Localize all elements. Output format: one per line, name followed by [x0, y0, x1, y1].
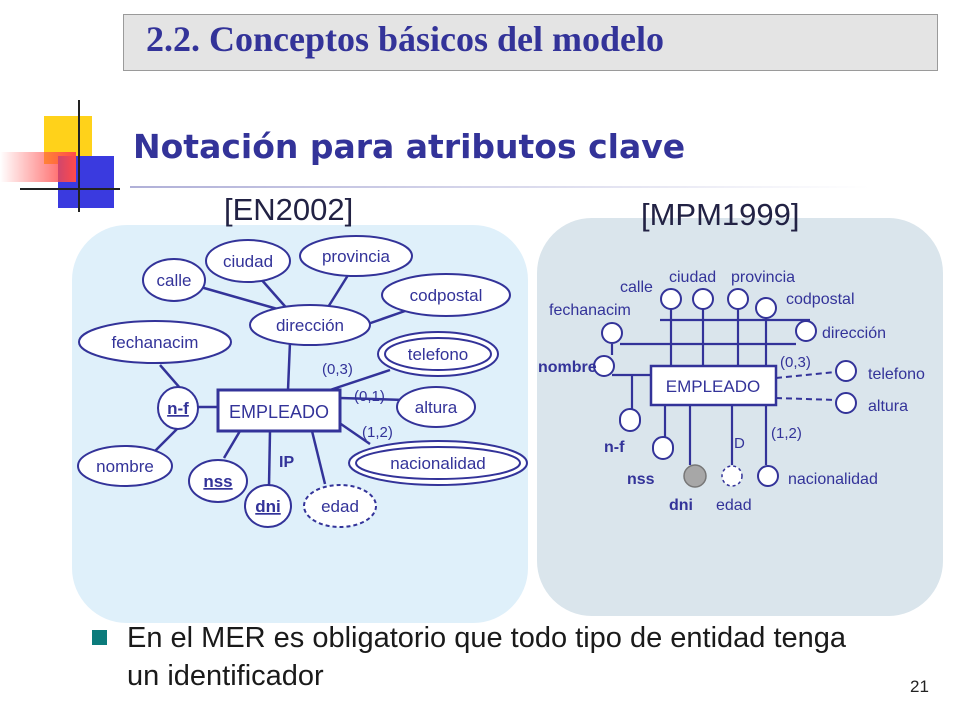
- mpm1999-attr-ciudad: ciudad: [669, 269, 716, 286]
- en2002-attr-altura-ellipse: [396, 386, 476, 428]
- en2002-attr-fechanacim-ellipse: [78, 320, 232, 364]
- mpm1999-attr-calle: calle: [620, 279, 653, 296]
- ref-en2002: [EN2002]: [224, 192, 354, 227]
- mpm1999-attr-edad-circle: [721, 465, 743, 487]
- en2002-ip-label: IP: [279, 454, 294, 471]
- title-banner: 2.2. Conceptos básicos del modelo: [123, 14, 938, 71]
- en2002-attr-nacionalidad-inner: [355, 446, 521, 480]
- mpm1999-card-nacionalidad: (1,2): [771, 425, 802, 442]
- en2002-attr-calle: calle: [157, 271, 192, 290]
- en2002-attr-direccion-ellipse: [249, 304, 371, 346]
- en2002-attr-ciudad: ciudad: [223, 252, 273, 271]
- mpm1999-derived-label: D: [734, 435, 745, 452]
- mpm1999-attr-nombre-circle: [593, 355, 615, 377]
- mpm1999-attr-nf: n-f: [604, 439, 625, 456]
- en2002-entity: EMPLEADO: [229, 402, 329, 422]
- en2002-attr-nf: n-f: [167, 399, 189, 418]
- en2002-attr-nss: nss: [203, 472, 232, 491]
- en2002-attr-direccion: dirección: [276, 316, 344, 335]
- en2002-attr-fechanacim: fechanacim: [112, 333, 199, 352]
- mpm1999-connectors: [610, 309, 810, 465]
- slide-subtitle: Notación para atributos clave: [133, 127, 686, 166]
- mpm1999-attr-dni-circle: [683, 464, 707, 488]
- mpm1999-attr-provincia-circle: [727, 288, 749, 310]
- mpm1999-attr-dni: dni: [669, 497, 693, 514]
- decorative-squares: [0, 100, 130, 220]
- mpm1999-attr-fechanacim-circle: [601, 322, 623, 344]
- ref-mpm1999: [MPM1999]: [641, 197, 800, 232]
- slide-title: 2.2. Conceptos básicos del modelo: [146, 19, 665, 59]
- mpm1999-attr-telefono: telefono: [868, 366, 925, 383]
- mpm1999-attr-nss: nss: [627, 471, 655, 488]
- en2002-attr-dni-ellipse: [244, 484, 292, 528]
- en2002-attr-nacionalidad: nacionalidad: [390, 454, 485, 473]
- mpm1999-attr-nf-marker: [619, 408, 641, 432]
- mpm1999-attr-altura-circle: [835, 392, 857, 414]
- mpm1999-entity-box: [649, 364, 778, 407]
- subtitle-rule: [130, 186, 870, 188]
- mpm1999-attr-nacionalidad: nacionalidad: [788, 471, 878, 488]
- en2002-card-altura: (0,1): [354, 388, 385, 405]
- en2002-attr-codpostal-ellipse: [381, 273, 511, 317]
- mpm1999-attr-calle-circle: [660, 288, 682, 310]
- en2002-attr-nombre-ellipse: [77, 445, 173, 487]
- mpm1999-attr-ciudad-circle: [692, 288, 714, 310]
- en2002-attr-ciudad-ellipse: [205, 239, 291, 283]
- mpm1999-attr-codpostal-circle: [755, 297, 777, 319]
- en2002-attr-telefono-inner: [384, 337, 492, 371]
- en2002-attr-edad-ellipse: [303, 484, 377, 528]
- mpm1999-dashed-connectors: [775, 371, 837, 401]
- en2002-attr-provincia-ellipse: [299, 235, 413, 277]
- page-number: 21: [910, 677, 929, 696]
- en2002-attr-calle-ellipse: [142, 258, 206, 302]
- mpm1999-attr-edad: edad: [716, 497, 752, 514]
- mpm1999-card-telefono: (0,3): [780, 354, 811, 371]
- en2002-attr-dni: dni: [255, 497, 281, 516]
- bullet-marker: [92, 630, 107, 645]
- en2002-entity-box: [216, 388, 342, 433]
- mpm1999-attr-telefono-circle: [835, 360, 857, 382]
- en2002-attr-nss-ellipse: [188, 459, 248, 503]
- mpm1999-attr-codpostal: codpostal: [786, 291, 855, 308]
- en2002-attr-codpostal: codpostal: [410, 286, 483, 305]
- en2002-card-telefono: (0,3): [322, 361, 353, 378]
- en2002-attr-altura: altura: [415, 398, 458, 417]
- en2002-attr-nombre: nombre: [96, 457, 154, 476]
- mpm1999-attr-direccion: dirección: [822, 325, 886, 342]
- mpm1999-attr-altura: altura: [868, 398, 908, 415]
- en2002-attr-provincia: provincia: [322, 247, 391, 266]
- mpm1999-attr-nombre: nombre: [538, 359, 597, 376]
- en2002-attr-edad: edad: [321, 497, 359, 516]
- en2002-attr-nf-ellipse: [157, 386, 199, 430]
- bullet-text: En el MER es obligatorio que todo tipo d…: [127, 622, 847, 692]
- en2002-card-nacionalidad: (1,2): [362, 424, 393, 441]
- panel-mpm1999: [537, 218, 943, 616]
- mpm1999-attr-nacionalidad-circle: [757, 465, 779, 487]
- mpm1999-attr-fechanacim: fechanacim: [549, 302, 631, 319]
- mpm1999-attr-nss-marker: [652, 436, 674, 460]
- mpm1999-attr-direccion-circle: [795, 320, 817, 342]
- mpm1999-attr-provincia: provincia: [731, 269, 795, 286]
- mpm1999-entity: EMPLEADO: [666, 377, 760, 396]
- en2002-attr-telefono: telefono: [408, 345, 469, 364]
